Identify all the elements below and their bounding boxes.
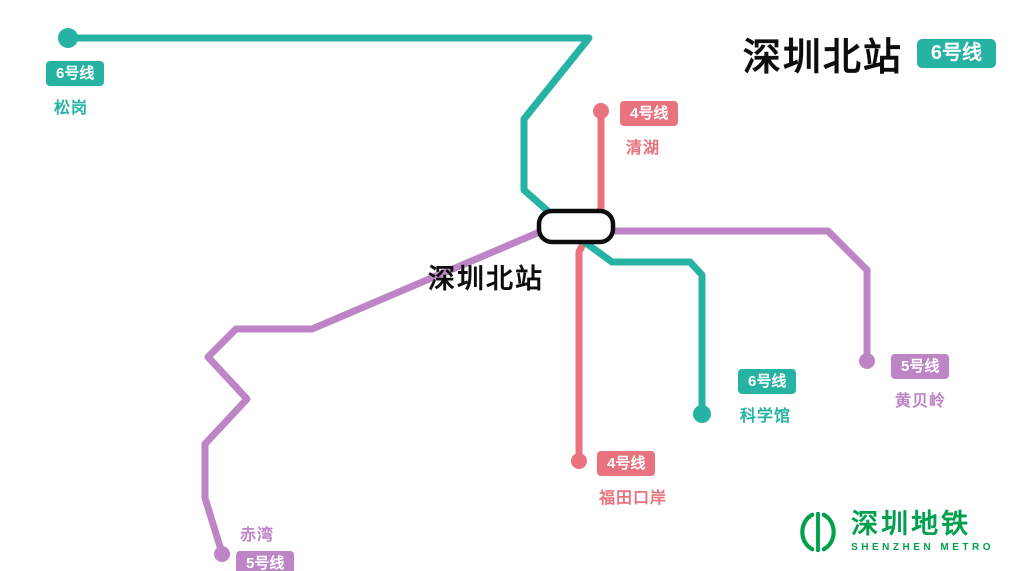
metro-logo-icon xyxy=(800,511,836,553)
kexueguan-name: 科学馆 xyxy=(740,408,792,425)
qinghu-line-badge: 4号线 xyxy=(620,101,679,126)
futiankouan-line-badge: 4号线 xyxy=(597,451,656,476)
page-title: 深圳北站 xyxy=(742,37,903,79)
label-chiwan: 赤湾 5号线 xyxy=(236,521,295,571)
terminal-dot-chiwan xyxy=(214,546,230,562)
terminal-dot-qinghu xyxy=(593,103,609,119)
header-line6-badge: 6号线 xyxy=(916,39,996,68)
label-kexueguan: 6号线 科学馆 xyxy=(738,369,797,426)
line5-path xyxy=(201,227,871,557)
label-futiankouan: 4号线 福田口岸 xyxy=(597,451,667,508)
terminal-dot-futiankouan xyxy=(571,453,587,469)
station-marker xyxy=(536,208,616,245)
station-label: 深圳北站 xyxy=(428,264,544,294)
terminal-dot-songgang xyxy=(58,28,78,48)
header: 深圳北站 6号线 xyxy=(743,26,996,81)
line4-path xyxy=(575,107,605,464)
huangbeiling-name: 黄贝岭 xyxy=(895,393,947,410)
futiankouan-name: 福田口岸 xyxy=(599,490,668,507)
logo-name-en: SHENZHEN METRO xyxy=(851,542,994,553)
kexueguan-line-badge: 6号线 xyxy=(738,369,797,394)
terminal-dot-kexueguan xyxy=(693,405,711,423)
shenzhen-metro-logo: 深圳地铁 SHENZHEN METRO xyxy=(795,509,994,555)
terminal-dot-huangbeiling xyxy=(859,353,875,369)
qinghu-name: 清湖 xyxy=(626,140,661,157)
songgang-line-badge: 6号线 xyxy=(46,61,105,86)
label-huangbeiling: 5号线 黄贝岭 xyxy=(891,354,950,411)
huangbeiling-line-badge: 5号线 xyxy=(891,354,950,379)
label-songgang: 6号线 松岗 xyxy=(46,61,105,118)
chiwan-line-badge: 5号线 xyxy=(236,551,295,571)
logo-name-cn: 深圳地铁 xyxy=(851,509,972,539)
songgang-name: 松岗 xyxy=(54,100,89,117)
label-qinghu: 4号线 清湖 xyxy=(620,101,679,158)
chiwan-name: 赤湾 xyxy=(240,527,275,544)
logo-text: 深圳地铁 SHENZHEN METRO xyxy=(851,511,994,553)
